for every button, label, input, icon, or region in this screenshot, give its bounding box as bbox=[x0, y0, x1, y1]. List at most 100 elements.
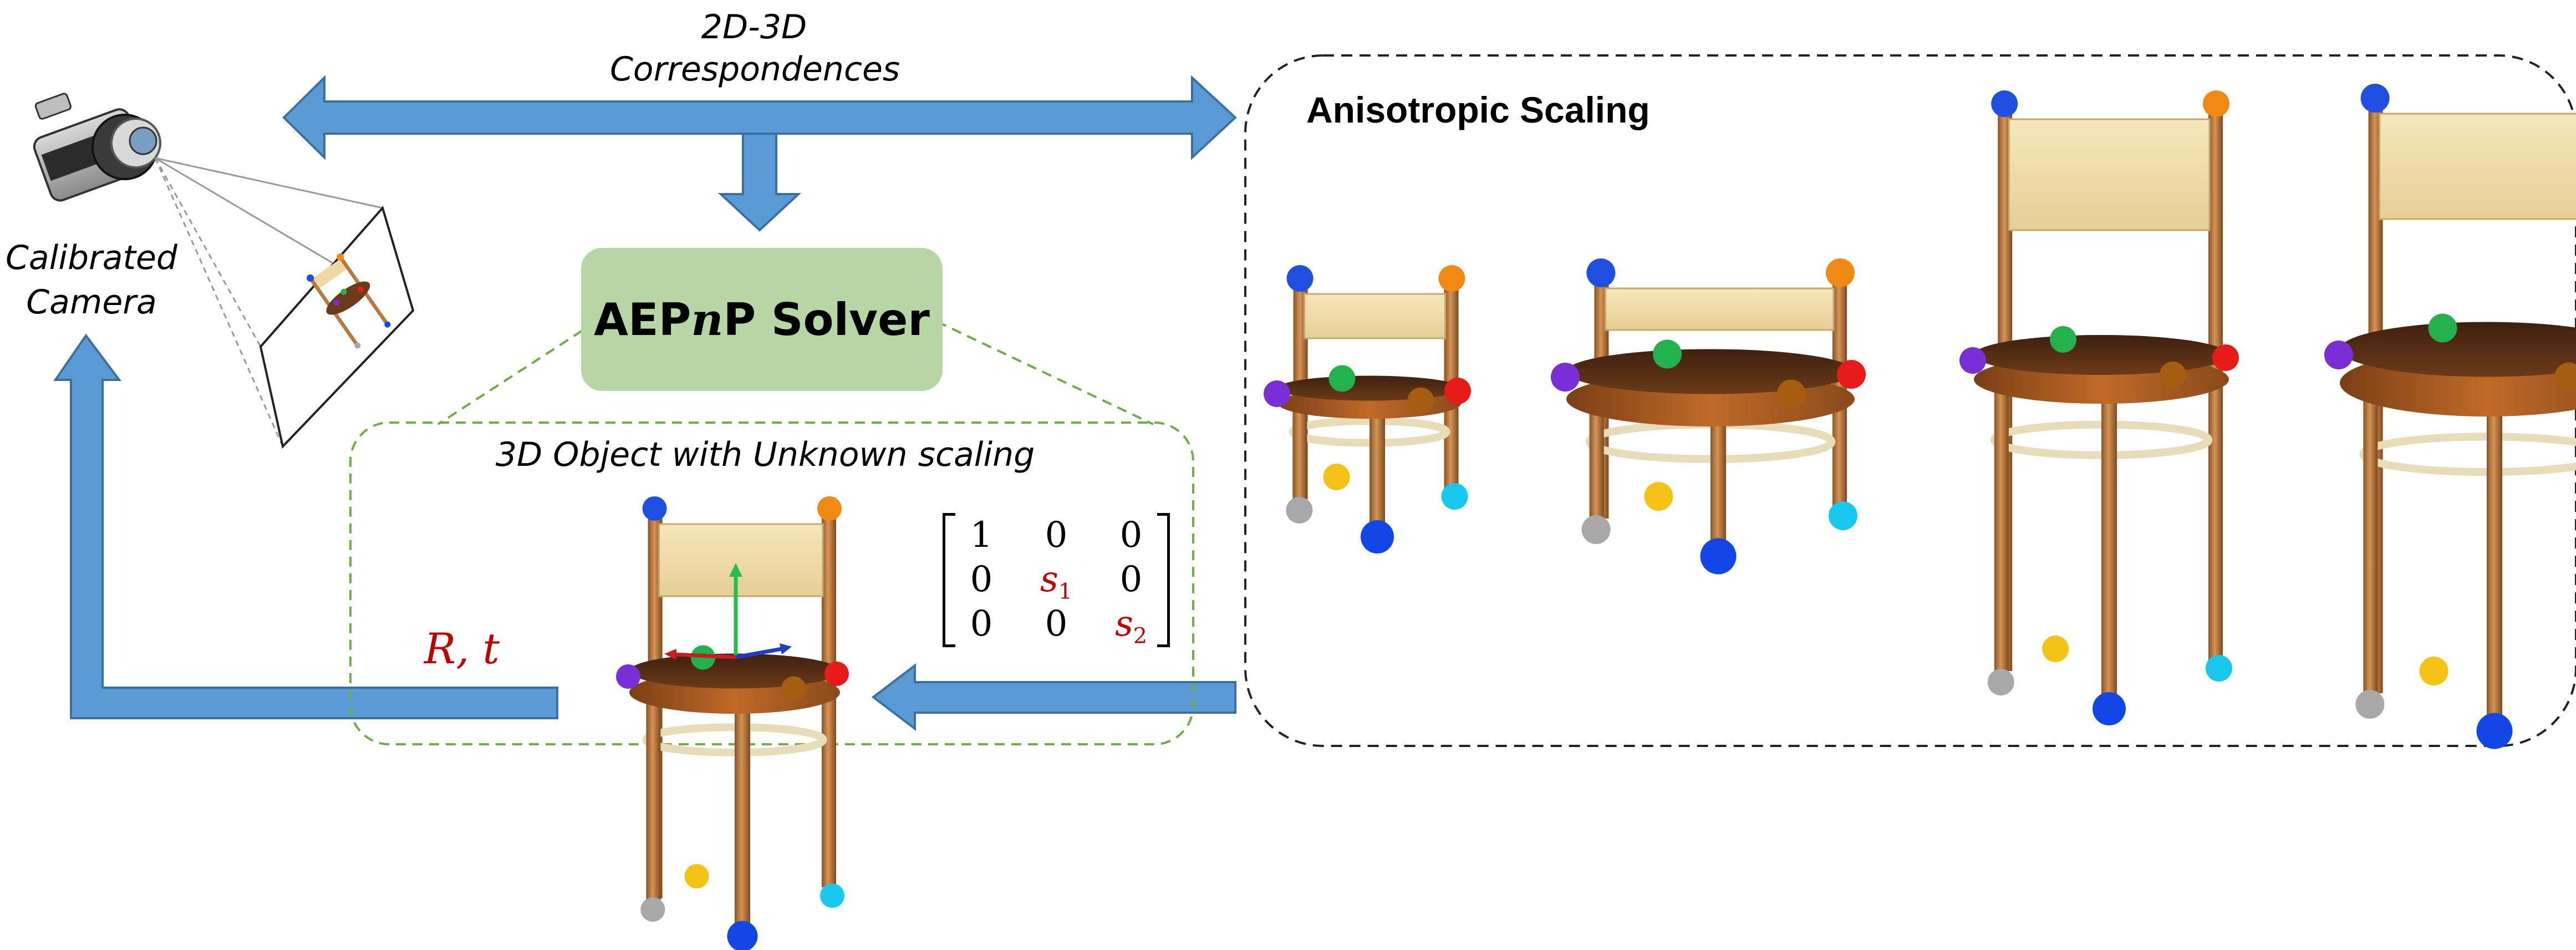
keypoint-marker bbox=[1586, 258, 1616, 287]
keypoint-marker bbox=[1653, 339, 1682, 369]
keypoint-marker bbox=[2093, 692, 2126, 725]
chair-front-leg bbox=[2363, 349, 2378, 704]
chair-backrest bbox=[2379, 113, 2576, 220]
chair-seat-top bbox=[1566, 349, 1855, 394]
matrix-cell-2-3: 0 bbox=[1119, 559, 1143, 600]
keypoint-marker bbox=[2050, 326, 2076, 353]
keypoint-marker bbox=[2419, 657, 2448, 685]
matrix-s2-subscript: 2 bbox=[1133, 623, 1148, 649]
keypoint-marker bbox=[2212, 344, 2239, 371]
camera-icon bbox=[33, 93, 161, 202]
keypoint-marker bbox=[1328, 365, 1356, 392]
chair-front-leg bbox=[1994, 355, 2009, 682]
down-arrow-to-solver bbox=[717, 133, 802, 232]
camera-label-line2: Camera bbox=[26, 283, 157, 322]
keypoint-marker bbox=[1987, 669, 2014, 695]
correspondences-label-line1: 2D-3D bbox=[701, 8, 807, 47]
matrix-s1-subscript: 1 bbox=[1058, 578, 1073, 604]
keypoint-marker bbox=[1441, 483, 1468, 510]
solver-label-n: n bbox=[691, 293, 724, 346]
chair-seat-top bbox=[1974, 335, 2229, 375]
keypoint-marker bbox=[1323, 464, 1350, 490]
solver-connector-right bbox=[936, 321, 1154, 425]
keypoint-marker bbox=[2206, 655, 2232, 682]
pose-return-arrow bbox=[53, 333, 558, 719]
chair-front-leg bbox=[2101, 355, 2117, 704]
chair-backrest bbox=[2008, 118, 2211, 231]
matrix-cell-1-2: 0 bbox=[1045, 515, 1068, 556]
chairs-group bbox=[616, 84, 2576, 950]
chair-front-leg bbox=[735, 671, 750, 932]
chair-front-leg bbox=[646, 671, 661, 910]
keypoint-marker bbox=[1959, 347, 1986, 374]
matrix-cell-1-1: 1 bbox=[970, 515, 993, 556]
scaling-arrow bbox=[871, 663, 1236, 731]
keypoint-marker bbox=[1776, 379, 1806, 409]
keypoint-marker bbox=[727, 921, 758, 950]
camera-label-line1: Calibrated bbox=[5, 238, 178, 277]
matrix-s2-symbol: s bbox=[1114, 603, 1133, 644]
keypoint-marker bbox=[1286, 265, 1314, 292]
solver-connector-left bbox=[437, 321, 597, 425]
coordinate-axes bbox=[664, 563, 792, 660]
chair-backrest bbox=[658, 523, 824, 597]
keypoint-marker bbox=[2554, 362, 2576, 392]
keypoint-marker bbox=[1444, 378, 1471, 404]
object-region-title: 3D Object with Unknown scaling bbox=[495, 435, 1035, 474]
matrix-cell-s1: s1 bbox=[1026, 557, 1087, 614]
object-dashed-region bbox=[349, 421, 1194, 745]
chair-stretcher bbox=[2359, 433, 2576, 476]
keypoint-marker bbox=[2203, 90, 2229, 117]
projection-frustum bbox=[154, 157, 415, 449]
matrix-cell-3-2: 0 bbox=[1045, 603, 1068, 644]
keypoint-marker bbox=[2360, 84, 2390, 113]
keypoint-marker bbox=[1407, 387, 1434, 414]
matrix-s1-symbol: s bbox=[1040, 559, 1058, 600]
scaling-matrix: 1 0 0 0 s1 0 0 0 s2 bbox=[943, 513, 1170, 649]
keypoint-marker bbox=[642, 496, 667, 521]
matrix-cell-2-1: 0 bbox=[970, 559, 993, 600]
anisotropic-scaling-title: Anisotropic Scaling bbox=[1306, 89, 1650, 130]
correspondences-label-line2: Correspondences bbox=[610, 50, 900, 89]
keypoint-marker bbox=[2042, 636, 2069, 662]
keypoint-marker bbox=[2324, 341, 2353, 369]
matrix-cell-s2: s2 bbox=[1101, 602, 1162, 658]
keypoint-marker bbox=[1644, 482, 1673, 511]
keypoint-marker bbox=[1581, 515, 1611, 544]
chair-backrest bbox=[1604, 287, 1835, 331]
chair-backrest bbox=[1304, 293, 1447, 339]
keypoint-marker bbox=[1551, 363, 1580, 392]
keypoint-marker bbox=[781, 676, 806, 701]
chair-aniso-4 bbox=[2324, 84, 2576, 749]
pose-output-label: R, t bbox=[424, 624, 500, 673]
keypoint-marker bbox=[2355, 690, 2385, 719]
keypoint-marker bbox=[1991, 90, 2018, 117]
matrix-cell-3-1: 0 bbox=[970, 603, 993, 644]
chair-seat-top bbox=[2340, 322, 2576, 377]
keypoint-marker bbox=[1837, 360, 1866, 389]
keypoint-marker bbox=[820, 883, 844, 908]
keypoint-marker bbox=[2476, 713, 2513, 749]
keypoint-marker bbox=[1264, 380, 1290, 407]
keypoint-marker bbox=[1826, 258, 1855, 287]
keypoint-marker bbox=[1438, 265, 1465, 292]
chair-seat-top bbox=[1278, 375, 1461, 401]
keypoint-marker bbox=[2159, 362, 2186, 388]
keypoint-marker bbox=[616, 664, 640, 689]
keypoint-marker bbox=[640, 897, 665, 922]
keypoint-marker bbox=[1286, 497, 1313, 524]
keypoint-marker bbox=[1700, 538, 1737, 575]
matrix-left-bracket bbox=[943, 513, 955, 647]
solver-label-prefix: AEP bbox=[594, 293, 691, 346]
keypoint-marker bbox=[684, 864, 709, 888]
chair-aniso-1 bbox=[1264, 265, 1471, 553]
chair-aniso-3 bbox=[1959, 90, 2239, 725]
keypoint-marker bbox=[817, 496, 842, 521]
correspondence-double-arrow bbox=[282, 75, 1237, 160]
keypoint-marker bbox=[2428, 313, 2457, 343]
matrix-cell-1-3: 0 bbox=[1119, 515, 1143, 556]
chair-aniso-2 bbox=[1551, 258, 1866, 575]
